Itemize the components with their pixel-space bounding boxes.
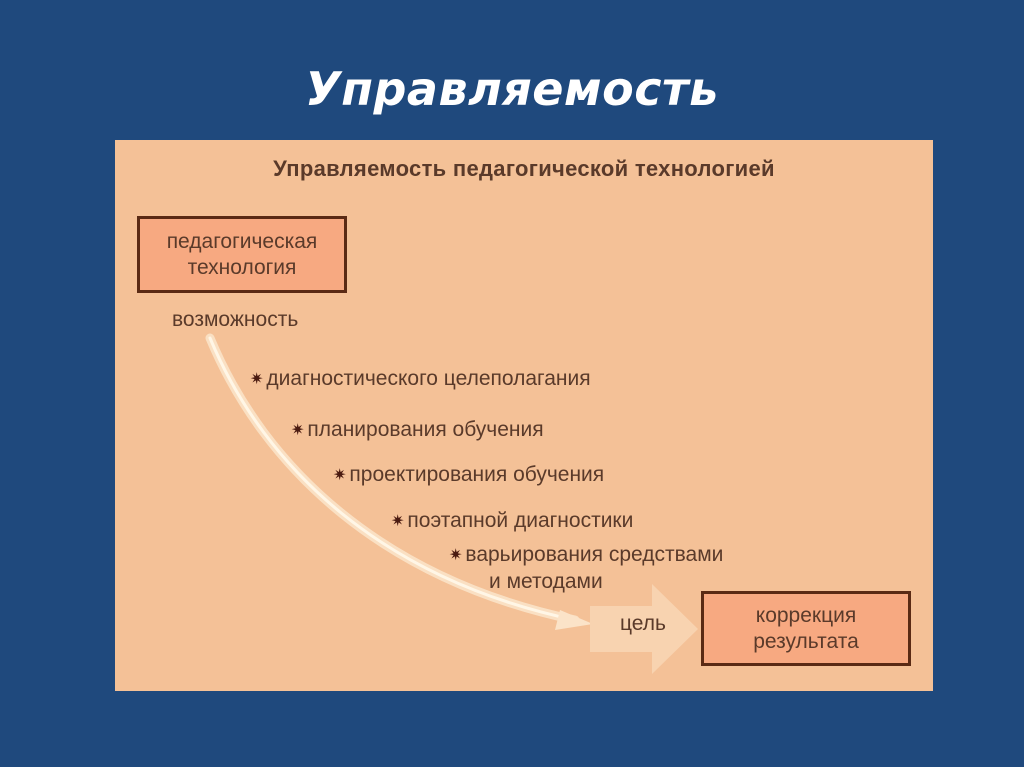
pedagogical-technology-box: педагогическая технология bbox=[137, 216, 347, 293]
item-label: варьирования средствами bbox=[465, 543, 724, 566]
result-correction-box: коррекция результата bbox=[701, 591, 911, 666]
item-label-line2: и методами bbox=[489, 570, 603, 593]
bullet-star-icon: ✷ bbox=[391, 513, 405, 530]
list-item: ✷поэтапной диагностики bbox=[391, 508, 633, 535]
goal-label: цель bbox=[620, 612, 666, 635]
bullet-star-icon: ✷ bbox=[291, 422, 305, 439]
goal-arrow-icon bbox=[590, 584, 698, 674]
item-label: планирования обучения bbox=[307, 418, 544, 441]
box-line: технология bbox=[187, 255, 297, 279]
bullet-star-icon: ✷ bbox=[449, 547, 463, 564]
list-item: ✷проектирования обучения bbox=[333, 462, 604, 489]
item-label: проектирования обучения bbox=[349, 463, 605, 486]
slide-title: Управляемость bbox=[305, 62, 719, 116]
box-line: коррекция bbox=[755, 603, 857, 627]
box-line: педагогическая bbox=[166, 229, 318, 253]
list-item: ✷планирования обучения bbox=[291, 417, 544, 444]
possibility-label: возможность bbox=[172, 308, 299, 331]
list-item: ✷варьирования средствами и методами bbox=[449, 542, 723, 595]
diagram-panel: Управляемость педагогической технологией… bbox=[115, 140, 933, 691]
list-item: ✷диагностического целеполагания bbox=[250, 366, 591, 393]
item-label: поэтапной диагностики bbox=[407, 509, 634, 532]
curved-arrow-icon bbox=[205, 333, 593, 630]
bullet-star-icon: ✷ bbox=[250, 371, 264, 388]
item-label: диагностического целеполагания bbox=[266, 367, 591, 390]
diagram-title: Управляемость педагогической технологией bbox=[273, 156, 775, 181]
bullet-star-icon: ✷ bbox=[333, 467, 347, 484]
box-line: результата bbox=[753, 629, 859, 653]
